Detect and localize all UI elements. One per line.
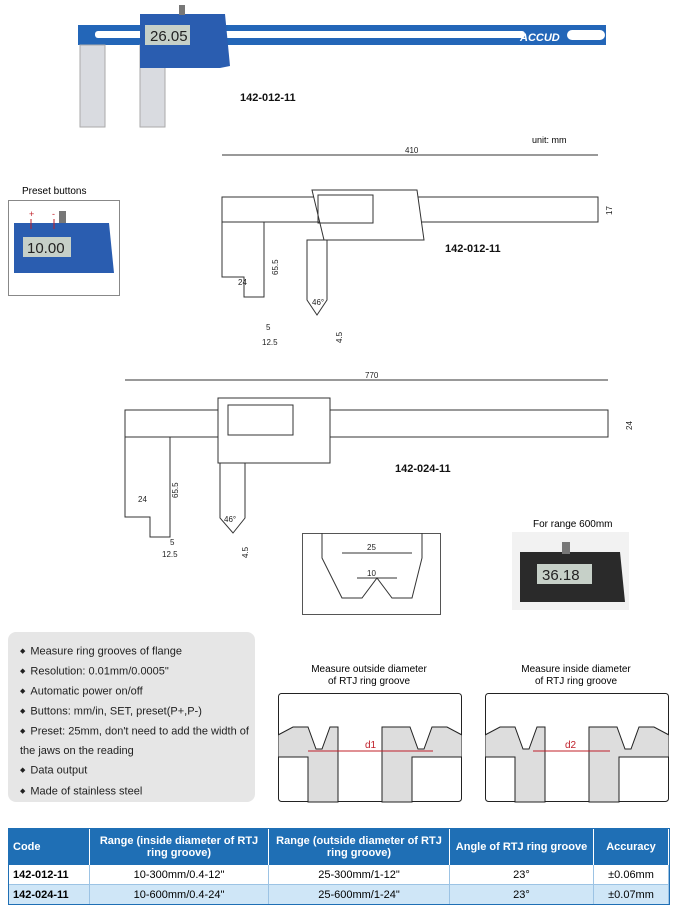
rtj-outside-diagram: d1: [278, 693, 462, 803]
drawing-142-012-11: 410 24 65.5 5 12.5 46° 4.5 17: [221, 146, 614, 347]
title-line: Measure outside diameter: [311, 664, 427, 675]
table-row: 142-012-11 10-300mm/0.4-12" 25-300mm/1-1…: [9, 865, 669, 885]
features-panel: Measure ring grooves of flange Resolutio…: [8, 632, 255, 802]
photo600-caliper: 36.18: [512, 532, 629, 610]
svg-text:12.5: 12.5: [162, 550, 178, 559]
svg-text:36.18: 36.18: [542, 567, 580, 584]
svg-text:17: 17: [605, 206, 614, 215]
svg-text:10.00: 10.00: [27, 240, 65, 257]
col-range-outside: Range (outside diameter of RTJ ring groo…: [268, 829, 450, 865]
svg-text:24: 24: [138, 495, 147, 504]
title-line: of RTJ ring groove: [534, 676, 618, 687]
feature-item: Preset: 25mm, don't need to add the widt…: [20, 722, 255, 761]
spec-table: Code Range (inside diameter of RTJ ring …: [8, 828, 670, 905]
svg-text:4.5: 4.5: [241, 546, 250, 558]
svg-text:770: 770: [365, 371, 379, 380]
model-label-d1: 142-012-11: [445, 243, 501, 255]
svg-text:d1: d1: [365, 740, 377, 751]
col-code: Code: [9, 829, 90, 865]
cell: 10-300mm/0.4-12": [89, 865, 269, 885]
svg-text:65.5: 65.5: [271, 259, 280, 275]
jaw-tip-detail: 25 10: [302, 533, 441, 615]
svg-text:46°: 46°: [224, 515, 236, 524]
svg-text:12.5: 12.5: [262, 338, 278, 347]
preset-title: Preset buttons: [22, 186, 87, 197]
feature-item: Buttons: mm/in, SET, preset(P+,P-): [20, 702, 255, 722]
cell: 10-600mm/0.4-24": [89, 884, 269, 904]
svg-text:d2: d2: [565, 740, 577, 751]
table-header-row: Code Range (inside diameter of RTJ ring …: [9, 829, 669, 865]
cell: 23°: [449, 865, 594, 885]
rtj-inside-diagram: d2: [485, 693, 669, 803]
svg-text:46°: 46°: [312, 298, 324, 307]
svg-text:4.5: 4.5: [335, 331, 344, 343]
cell: 142-024-11: [9, 884, 90, 904]
cell: ±0.06mm: [593, 865, 669, 885]
cell: 23°: [449, 884, 594, 904]
model-label-d2: 142-024-11: [395, 463, 451, 475]
cell: ±0.07mm: [593, 884, 669, 904]
svg-text:410: 410: [405, 146, 419, 155]
svg-text:5: 5: [266, 323, 271, 332]
cell: 25-600mm/1-24": [268, 884, 450, 904]
table-row: 142-024-11 10-600mm/0.4-24" 25-600mm/1-2…: [9, 884, 669, 904]
svg-text:10: 10: [367, 569, 376, 578]
col-accuracy: Accuracy: [593, 829, 669, 865]
feature-item: Resolution: 0.01mm/0.0005": [20, 662, 255, 682]
feature-item: Data output: [20, 761, 255, 781]
feature-item: Measure ring grooves of flange: [20, 642, 255, 662]
svg-text:26.05: 26.05: [150, 28, 188, 45]
svg-text:5: 5: [170, 538, 175, 547]
title-line: of RTJ ring groove: [327, 676, 411, 687]
col-range-inside: Range (inside diameter of RTJ ring groov…: [89, 829, 269, 865]
feature-item: Made of stainless steel: [20, 782, 255, 802]
svg-text:24: 24: [238, 278, 247, 287]
cell: 25-300mm/1-12": [268, 865, 450, 885]
feature-item: Automatic power on/off: [20, 682, 255, 702]
unit-label: unit: mm: [532, 135, 567, 145]
model-label-top: 142-012-11: [240, 92, 296, 104]
col-angle: Angle of RTJ ring groove: [449, 829, 594, 865]
caliper-photo-top: 26.05 ACCUD: [78, 5, 606, 128]
svg-text:65.5: 65.5: [171, 482, 180, 498]
photo600-title: For range 600mm: [533, 519, 613, 530]
svg-text:+: +: [29, 209, 34, 219]
preset-photo: 10.00 + -: [8, 200, 120, 296]
title-line: Measure inside diameter: [521, 664, 631, 675]
cell: 142-012-11: [9, 865, 90, 885]
svg-text:24: 24: [625, 421, 634, 430]
svg-text:ACCUD: ACCUD: [519, 32, 560, 44]
svg-text:25: 25: [367, 543, 376, 552]
svg-text:-: -: [52, 209, 55, 219]
drawing-142-024-11: 770 24 65.5 5 12.5 46° 4.5 24: [124, 371, 634, 559]
